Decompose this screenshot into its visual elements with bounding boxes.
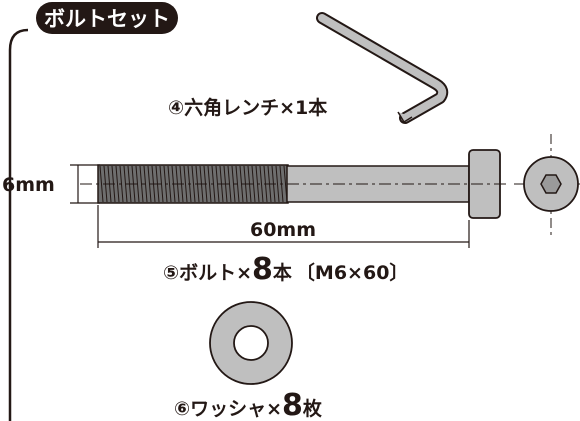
washer-label-qty: 8 [282,388,303,421]
hex-wrench-icon [316,12,449,124]
thread-ridge [167,165,172,203]
bolt-label-qty: 8 [252,252,273,287]
washer-label-times: × [266,398,282,420]
thread-ridge [139,165,144,203]
wrench-label-qty: 1 [295,97,308,119]
diameter-dimension [70,164,100,204]
length-dimension [97,205,470,248]
bolt-label-num: ⑤ [163,262,179,284]
wrench-label-num: ④ [168,97,184,119]
washer-icon [209,301,293,385]
thread-ridge [123,165,128,203]
title-text: ボルトセット [44,7,170,31]
thread-ridge [99,165,104,203]
bolt-label-name: ボルト [179,262,236,284]
thread-ridge [259,165,264,203]
bolt-head-end-view-icon [514,134,580,236]
bolt-label: ⑤ボルト×8本〔M6×60〕 [163,252,408,287]
wrench-label-unit: 本 [308,96,327,119]
diameter-label: 6mm [2,174,55,196]
thread-ridge [183,165,188,203]
thread-ridge [159,165,164,203]
length-label: 60mm [250,219,316,241]
frame-border [8,28,29,421]
wrench-label-times: × [279,97,295,119]
washer-label: ⑥ワッシャ×8枚 [174,388,323,421]
washer-label-num: ⑥ [174,398,190,420]
thread-ridge [231,165,236,203]
thread-ridge [115,165,120,203]
thread-ridge [251,165,256,203]
bolt-label-spec: 〔M6×60〕 [296,261,409,284]
washer-label-unit: 枚 [303,397,323,420]
thread-ridge [207,165,212,203]
thread-ridge [235,165,240,203]
wrench-label-name: 六角レンチ [184,96,279,119]
thread-ridge [143,165,148,203]
washer-label-name: ワッシャ [190,398,266,420]
wrench-label: ④六角レンチ×1本 [168,96,327,119]
bolt-label-times: × [236,262,252,284]
title-badge [36,2,178,34]
thread-ridge [215,165,220,203]
thread-ridge [191,165,196,203]
thread-ridge [275,165,280,203]
bolt-label-unit: 本 [273,261,292,284]
